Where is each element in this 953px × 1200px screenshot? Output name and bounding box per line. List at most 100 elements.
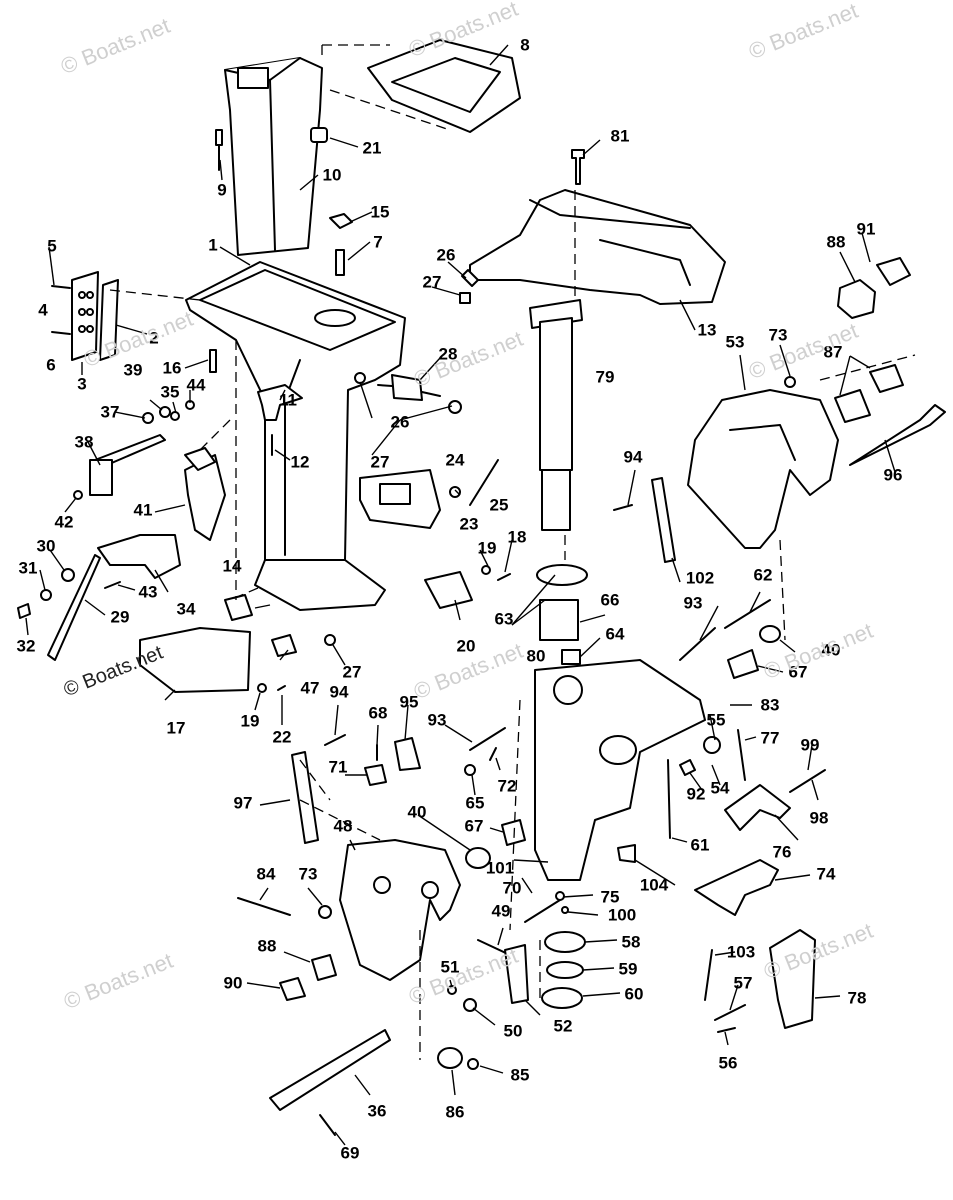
bushing-part-67b bbox=[501, 819, 526, 846]
callout-88b: 88 bbox=[257, 936, 277, 956]
stern-bracket-part-48 bbox=[339, 839, 461, 981]
callout-41: 41 bbox=[133, 500, 153, 520]
callout-83: 83 bbox=[760, 695, 780, 715]
callout-96: 96 bbox=[883, 465, 903, 485]
lever-part-76 bbox=[724, 784, 791, 831]
rod-part-61 bbox=[667, 759, 671, 839]
washer-part-35 bbox=[170, 411, 180, 421]
callout-49: 49 bbox=[491, 901, 511, 921]
lever-part-41 bbox=[184, 454, 226, 541]
callout-29: 29 bbox=[110, 607, 130, 627]
anode-part-20 bbox=[424, 571, 473, 609]
pin-part-26 bbox=[461, 269, 479, 287]
o-ring-part-59 bbox=[546, 961, 584, 979]
callout-63: 63 bbox=[494, 609, 514, 629]
pin-part-93 bbox=[679, 627, 716, 661]
cap-part-91 bbox=[876, 257, 911, 286]
callout-20: 20 bbox=[456, 636, 476, 656]
callout-57: 57 bbox=[733, 973, 753, 993]
washer-part-39 bbox=[159, 406, 171, 418]
bushing-part-27 bbox=[459, 292, 471, 304]
callout-13: 13 bbox=[697, 320, 717, 340]
nut-part-27 bbox=[324, 634, 336, 646]
callout-50: 50 bbox=[503, 1021, 523, 1041]
nut-part-21 bbox=[310, 127, 328, 143]
callout-26: 26 bbox=[436, 245, 456, 265]
bushing-part-66 bbox=[539, 599, 579, 641]
callout-47: 47 bbox=[300, 678, 320, 698]
callout-19: 19 bbox=[477, 538, 497, 558]
callout-73: 73 bbox=[768, 325, 788, 345]
screw-part-18 bbox=[497, 573, 511, 581]
callout-27b: 27 bbox=[370, 452, 390, 472]
callout-53: 53 bbox=[725, 332, 745, 352]
callout-5: 5 bbox=[47, 236, 57, 256]
bushing-part-67 bbox=[727, 649, 759, 679]
gasket-part-8 bbox=[367, 39, 521, 133]
spring-part-103 bbox=[704, 949, 713, 1001]
callout-17: 17 bbox=[166, 718, 186, 738]
callout-12: 12 bbox=[290, 452, 310, 472]
callout-73b: 73 bbox=[298, 864, 318, 884]
callout-48: 48 bbox=[333, 816, 353, 836]
rubber-mount-part-28 bbox=[377, 374, 441, 401]
washer-part-19 bbox=[481, 565, 491, 575]
screw-part-69 bbox=[319, 1114, 336, 1136]
callout-75: 75 bbox=[600, 887, 620, 907]
spring-part-92 bbox=[679, 759, 696, 776]
bushing-part-87a bbox=[834, 389, 871, 423]
bushing-part-87b bbox=[869, 364, 904, 393]
drive-shaft-housing-part-1 bbox=[185, 261, 406, 611]
bolt-part-94 bbox=[613, 504, 633, 511]
screw-part-81 bbox=[571, 149, 585, 185]
callout-37: 37 bbox=[100, 402, 120, 422]
callout-72: 72 bbox=[497, 776, 517, 796]
link-part-97 bbox=[291, 751, 319, 844]
callout-60: 60 bbox=[624, 984, 644, 1004]
callout-70: 70 bbox=[502, 878, 522, 898]
grommet-plate-part-3 bbox=[71, 271, 99, 361]
callout-38: 38 bbox=[74, 432, 94, 452]
screw-part-22 bbox=[277, 685, 286, 691]
callout-85: 85 bbox=[510, 1065, 530, 1085]
callout-6: 6 bbox=[46, 355, 56, 375]
washer-part-40b bbox=[465, 847, 491, 869]
nut-part-88 bbox=[837, 279, 876, 319]
callout-80: 80 bbox=[526, 646, 546, 666]
callout-43: 43 bbox=[138, 582, 158, 602]
callout-36: 36 bbox=[367, 1101, 387, 1121]
bolt-part-84 bbox=[237, 897, 291, 916]
washer-part-23 bbox=[449, 486, 461, 498]
steering-bracket-part-13 bbox=[469, 189, 726, 305]
callout-23: 23 bbox=[459, 514, 479, 534]
callout-3: 3 bbox=[77, 374, 87, 394]
bushing-part-60 bbox=[541, 987, 583, 1009]
callout-77: 77 bbox=[760, 728, 780, 748]
screw-part-9 bbox=[215, 129, 223, 171]
exhaust-housing-part-10 bbox=[224, 57, 323, 256]
callout-100: 100 bbox=[607, 905, 637, 925]
callout-14: 14 bbox=[222, 556, 242, 576]
callout-93b: 93 bbox=[427, 710, 447, 730]
callout-7: 7 bbox=[373, 232, 383, 252]
callout-4: 4 bbox=[38, 300, 48, 320]
screw-part-6 bbox=[51, 331, 71, 335]
callout-44: 44 bbox=[186, 375, 206, 395]
callout-67: 67 bbox=[788, 662, 808, 682]
stud-part-96 bbox=[849, 404, 946, 466]
callout-2: 2 bbox=[149, 328, 159, 348]
bracket-part-95 bbox=[394, 737, 421, 771]
washer-part-31 bbox=[40, 589, 52, 601]
callout-39: 39 bbox=[123, 360, 143, 380]
callout-101: 101 bbox=[485, 858, 515, 878]
callout-64: 64 bbox=[605, 624, 625, 644]
callout-31: 31 bbox=[18, 558, 38, 578]
bracket-part-11 bbox=[257, 384, 303, 421]
washer-part-100 bbox=[561, 906, 569, 914]
callout-56: 56 bbox=[718, 1053, 738, 1073]
callout-9: 9 bbox=[217, 180, 227, 200]
plate-part-36 bbox=[269, 1029, 391, 1111]
callout-34: 34 bbox=[176, 599, 196, 619]
pin-part-72 bbox=[489, 747, 497, 761]
callout-65: 65 bbox=[465, 793, 485, 813]
